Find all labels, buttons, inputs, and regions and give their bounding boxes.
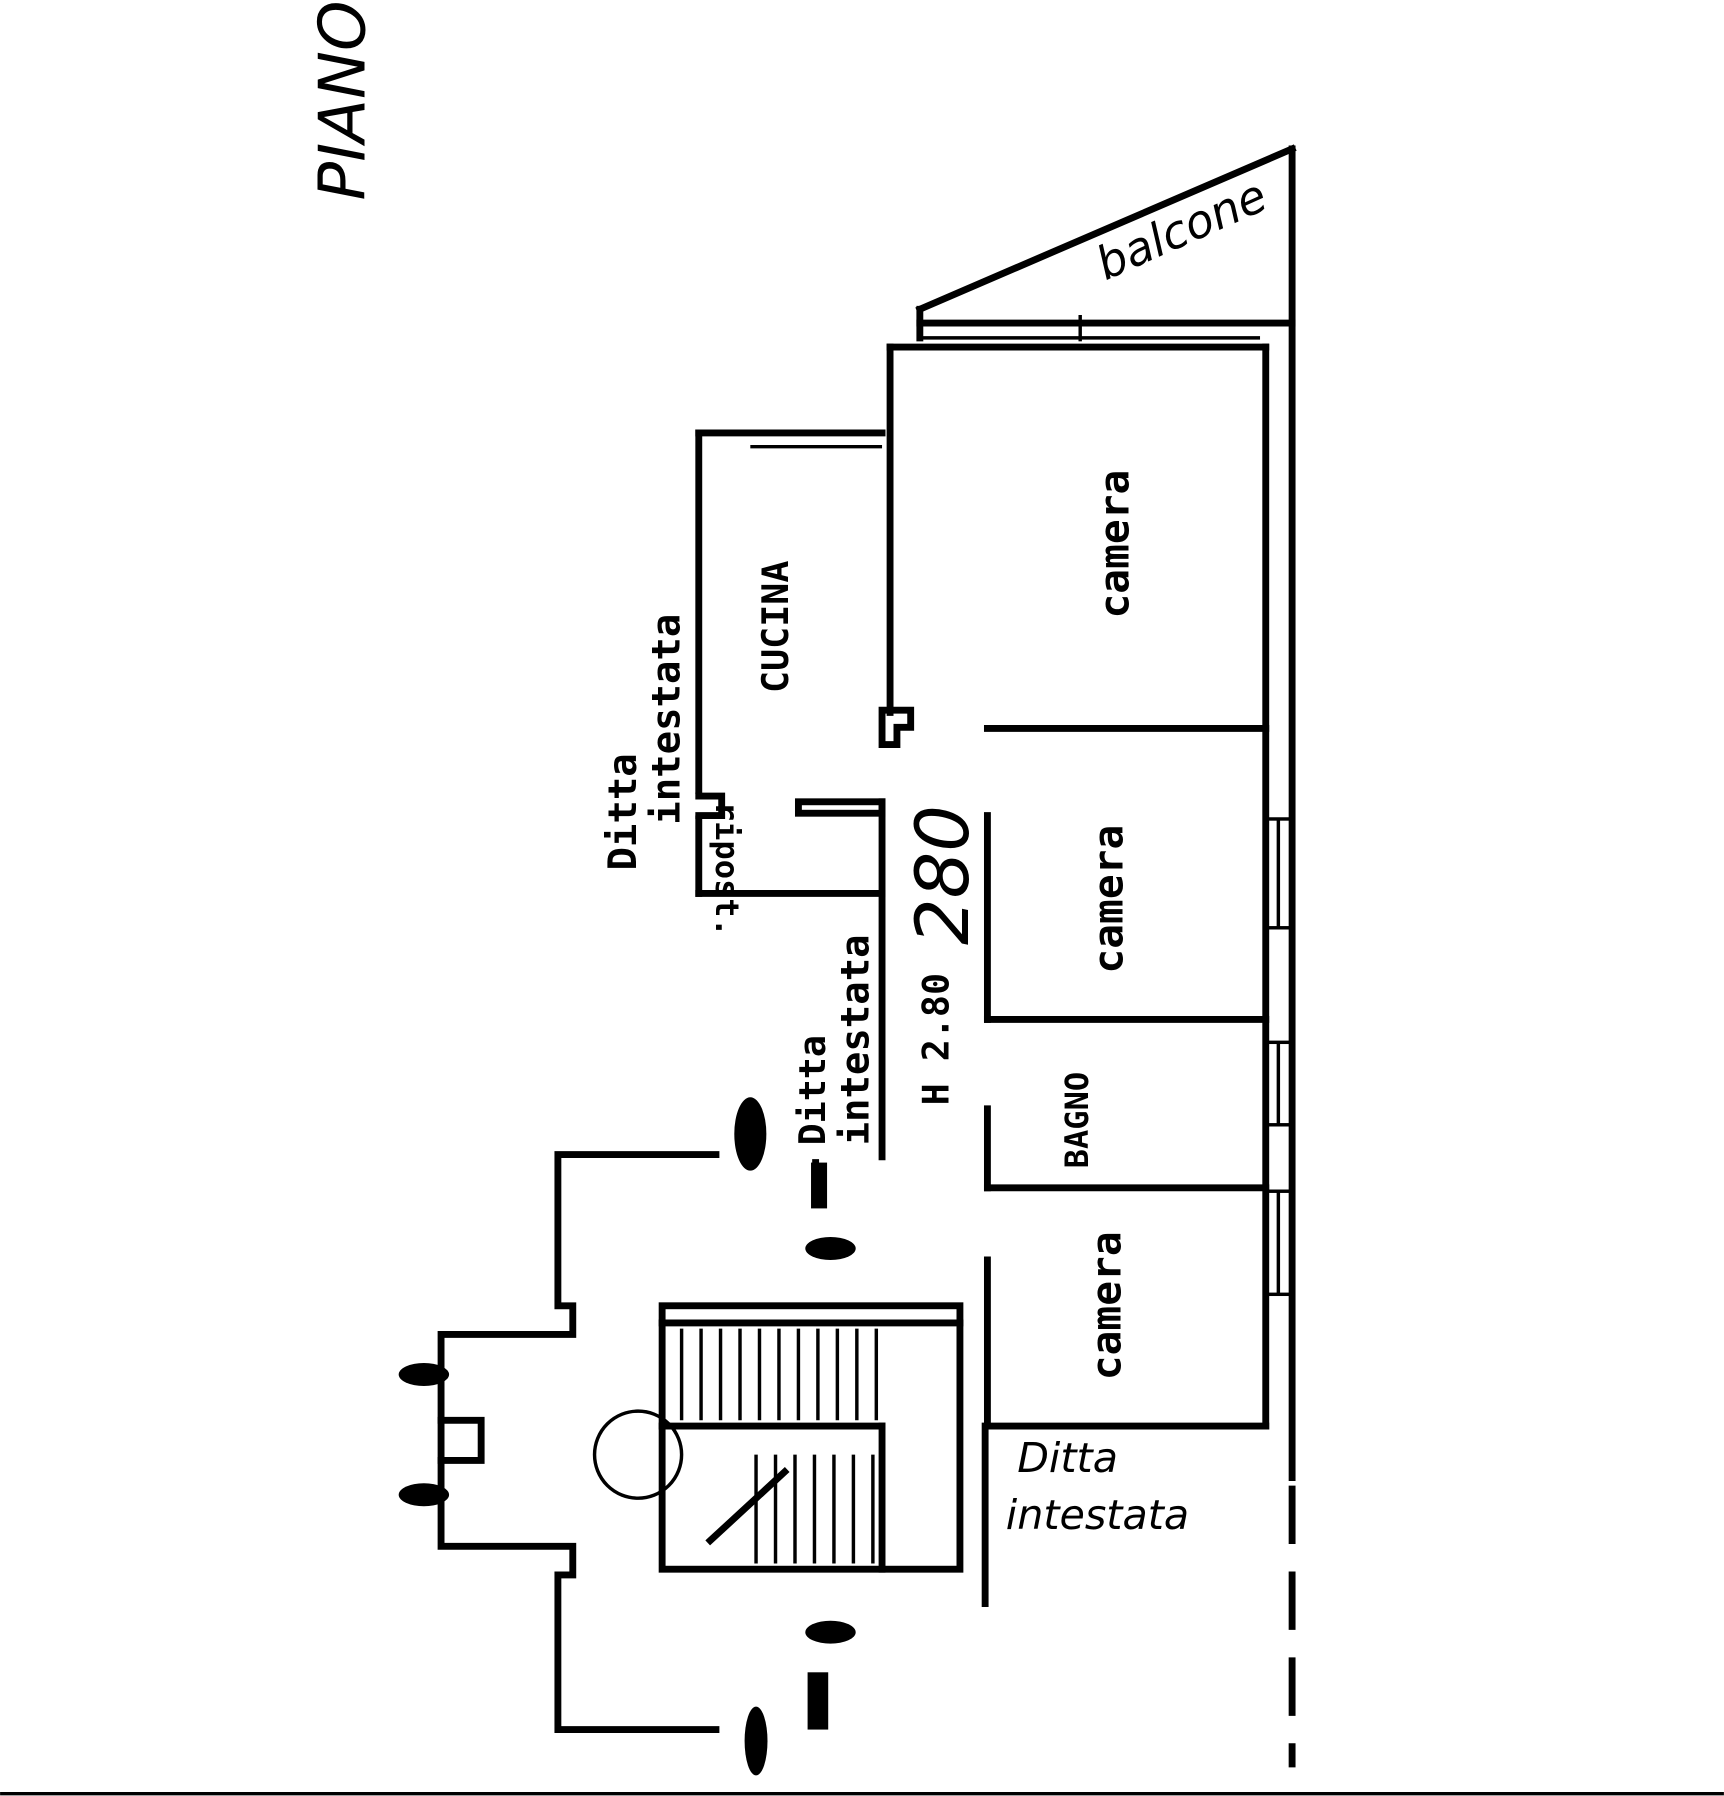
svg-text:Ditta: Ditta [601,753,646,870]
ceiling-height-label: H 2.80 [914,973,957,1105]
windows [1264,817,1294,1297]
neighbour-label-2: Ditta intestata [791,934,879,1145]
neighbour-label-1: Ditta intestata [601,614,690,871]
svg-text:intestata: intestata [833,934,878,1145]
room-label-camera-2: camera [1085,825,1133,974]
entrance-notch [437,1416,485,1464]
balcony [915,144,1297,342]
tree-icons [398,1097,856,1776]
balcony-label: balcone [1088,168,1275,291]
column-circle [592,1409,684,1500]
neighbour-label-3: Ditta intestata [1006,1434,1189,1539]
ceiling-height-value: 280 [901,805,986,945]
room-label-camera-1: camera [1090,470,1138,619]
courtyard-outline [437,1151,720,1734]
exterior-walls [1262,145,1296,1768]
staircase [658,1302,964,1573]
svg-text:intestata: intestata [1006,1491,1189,1539]
room-label-cucina: CUCINA [754,561,797,693]
plan-title: PIANO [305,1,380,201]
room-walls [695,343,1270,1608]
svg-text:Ditta: Ditta [1017,1434,1118,1482]
room-label-bagno: BAGNO [1058,1072,1096,1169]
svg-text:intestata: intestata [644,614,689,825]
room-label-ripostiglio: ripost. [708,802,746,937]
svg-text:Ditta: Ditta [791,1035,834,1145]
room-label-camera-3: camera [1082,1231,1130,1380]
